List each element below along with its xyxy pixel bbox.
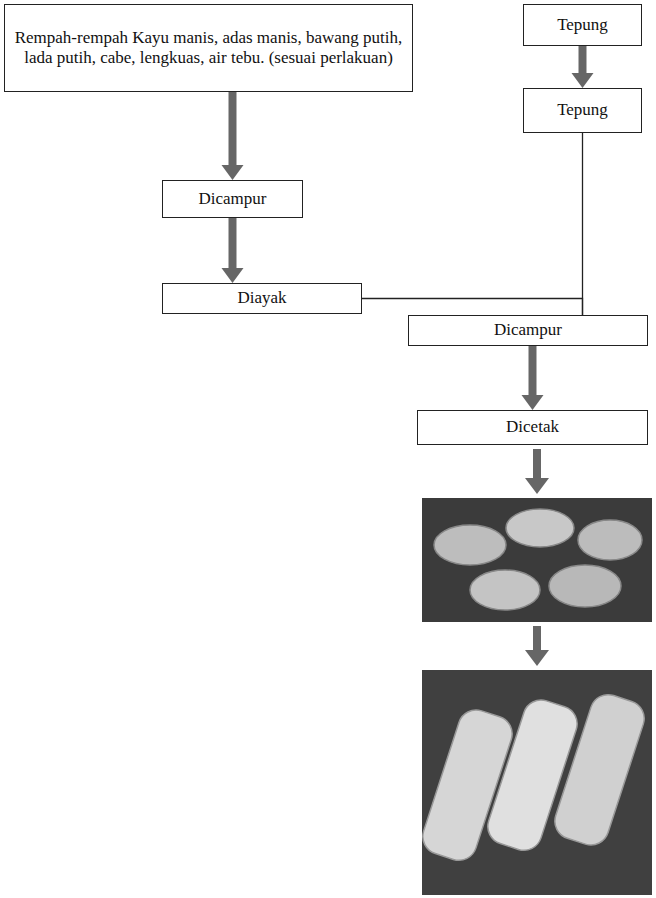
arrow-head: [222, 165, 244, 180]
process-box: Dicampur: [408, 315, 648, 346]
box-text: Tepung: [557, 100, 608, 120]
box-text: Dicetak: [506, 417, 559, 437]
connector: [572, 46, 594, 88]
connector: [522, 346, 544, 410]
process-box: Rempah-rempah Kayu manis, adas manis, ba…: [4, 4, 413, 92]
arrow-head: [522, 395, 544, 410]
process-box: Tepung: [523, 88, 642, 133]
process-box: Dicetak: [417, 410, 648, 445]
connector-line: [229, 92, 237, 166]
block-arrow-shaft: [533, 449, 541, 479]
box-text: Diayak: [237, 288, 286, 308]
connector-line: [362, 299, 583, 316]
connector: [222, 92, 244, 180]
connector: [222, 218, 244, 283]
moulded-pieces: [434, 509, 642, 610]
connector-line: [582, 133, 583, 315]
connector: [582, 133, 583, 315]
process-box: Dicampur: [162, 180, 303, 218]
photo-frame: [422, 498, 652, 622]
arrow-head: [572, 73, 594, 88]
process-box: Tepung: [523, 4, 642, 46]
block-arrow-shaft: [533, 626, 541, 652]
box-text: Dicampur: [494, 320, 562, 340]
block-arrow-head: [525, 650, 549, 666]
process-box: Diayak: [162, 283, 362, 314]
connector: [362, 299, 583, 316]
cut-pieces: [418, 690, 649, 865]
connector-line: [579, 46, 587, 74]
arrow-head: [222, 268, 244, 283]
box-text: Rempah-rempah Kayu manis, adas manis, ba…: [13, 28, 404, 69]
connector-line: [229, 218, 237, 269]
connector-line: [529, 346, 537, 396]
box-text: Tepung: [557, 15, 608, 35]
box-text: Dicampur: [199, 189, 267, 209]
block-arrow-head: [525, 478, 549, 494]
